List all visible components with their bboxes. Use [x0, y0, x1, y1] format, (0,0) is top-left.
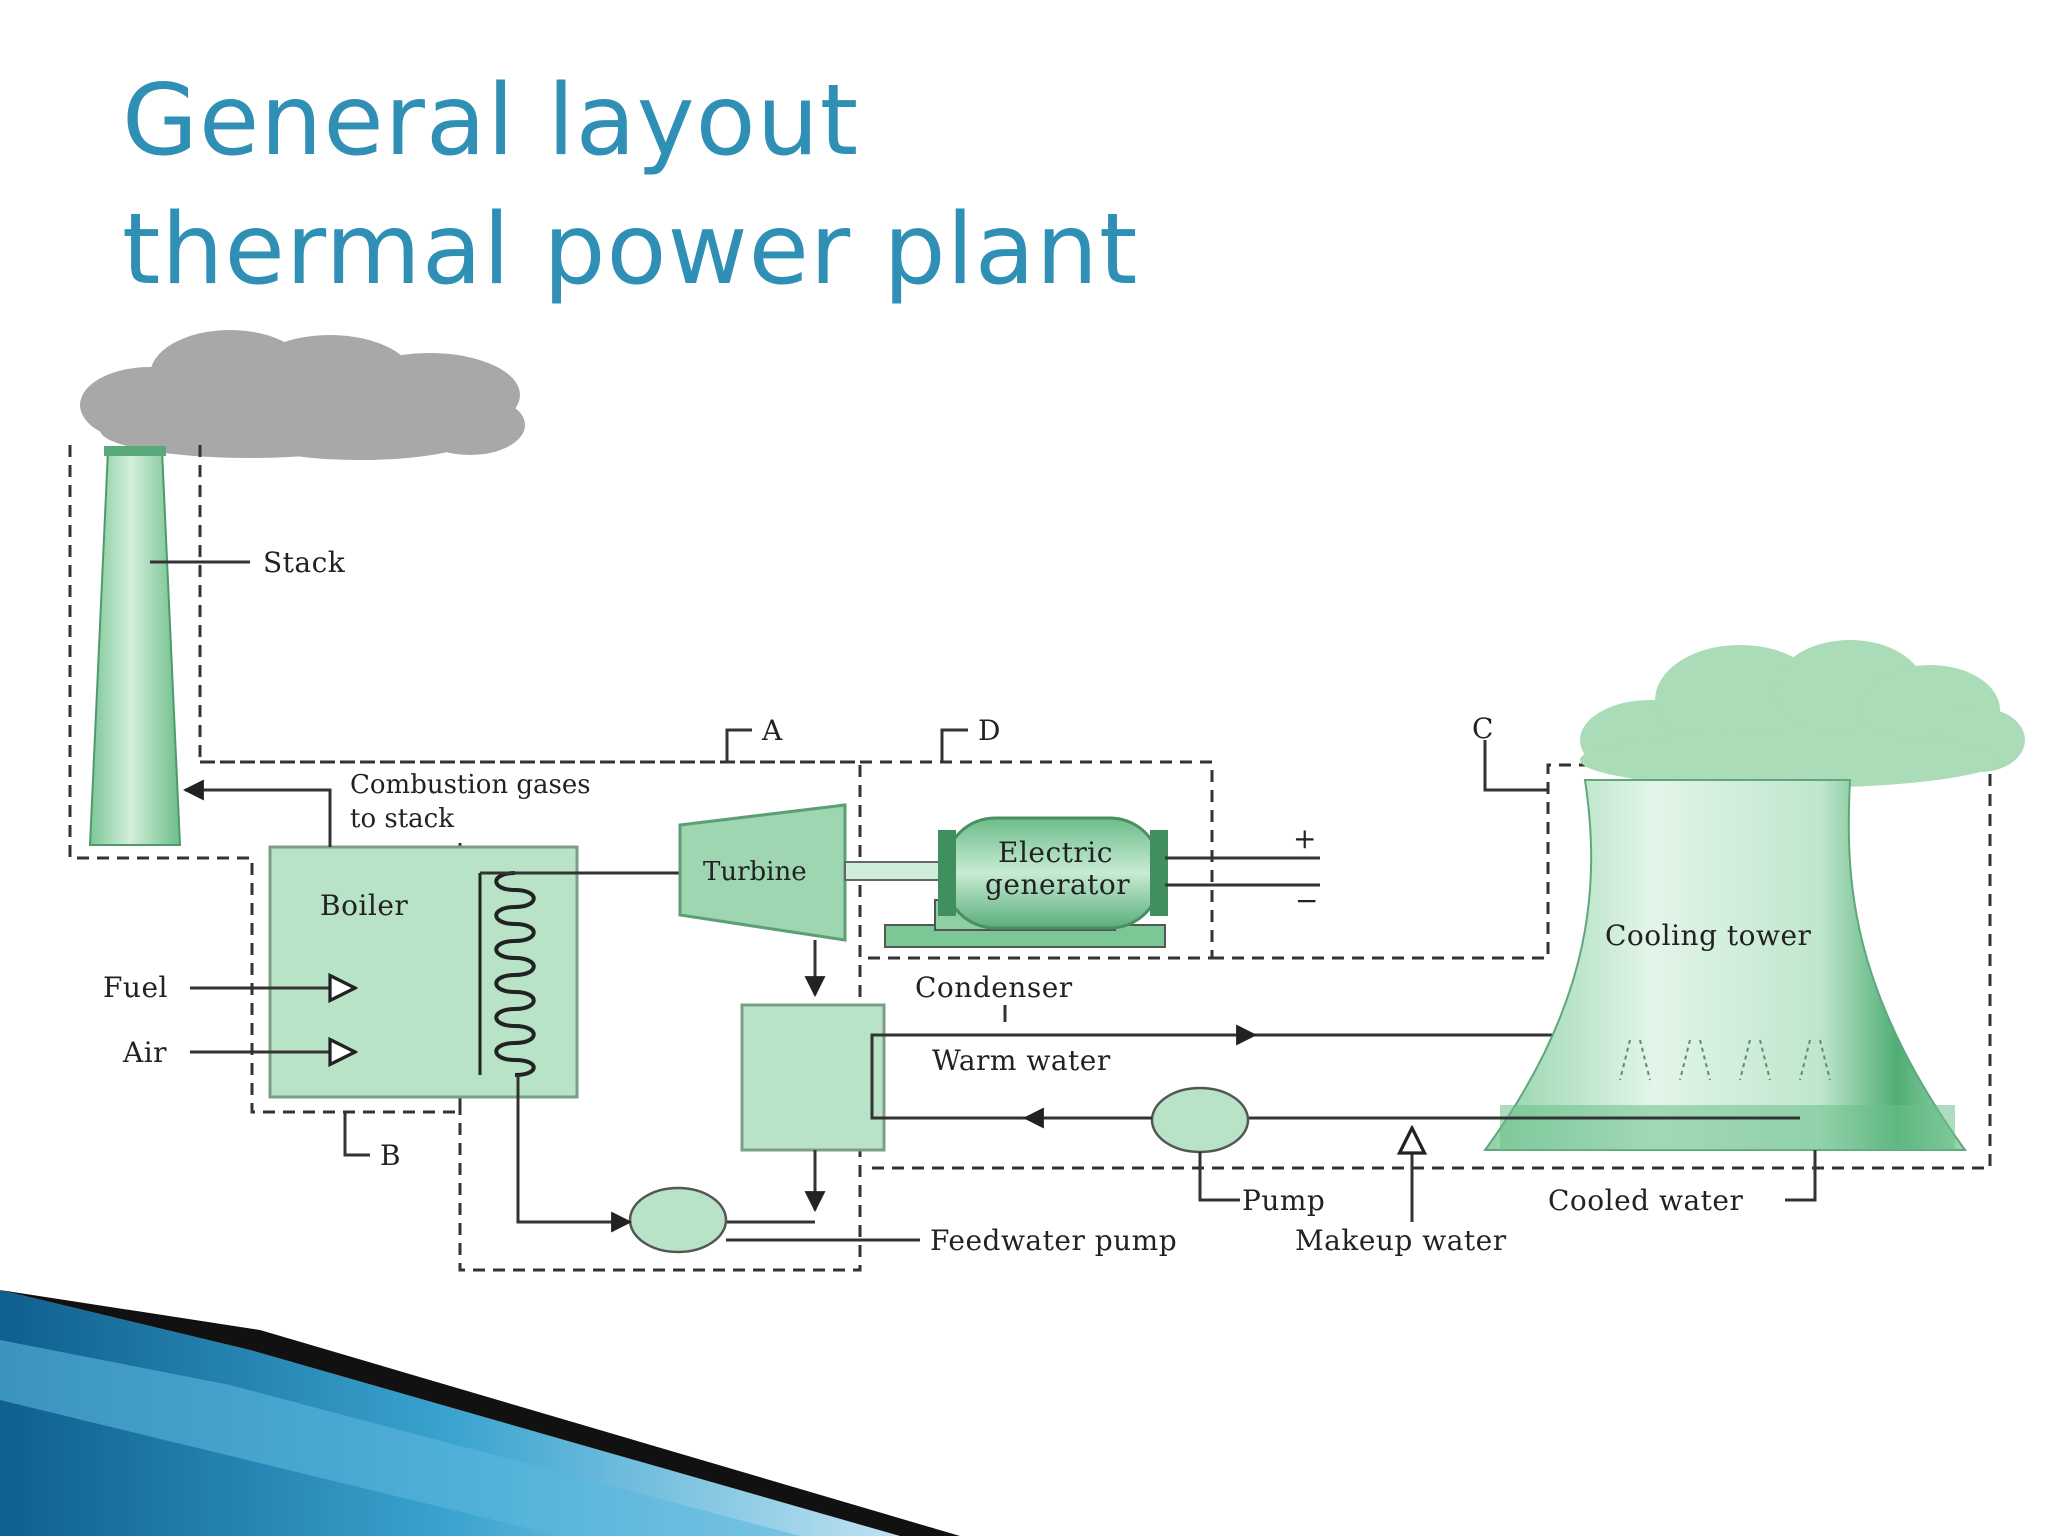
condenser-tube: [870, 1033, 1800, 1120]
slide-title-line-1: General layout: [122, 64, 860, 178]
label-combustion-gases-1: Combustion gases: [350, 770, 591, 800]
label-fuel: Fuel: [103, 971, 168, 1004]
label-condenser: Condenser: [915, 971, 1073, 1004]
boiler-coil: [494, 871, 536, 1077]
boundary-c-leader: [1483, 740, 1548, 792]
stack-chimney: [88, 449, 182, 846]
label-makeup-water: Makeup water: [1295, 1224, 1507, 1257]
boundary-b-leader: [343, 1112, 370, 1157]
tower-plume-icon: [1580, 640, 2025, 788]
label-plus: +: [1293, 822, 1317, 855]
turbine: [678, 803, 847, 942]
label-boundary-a: A: [761, 714, 783, 747]
label-cooled-water: Cooled water: [1548, 1184, 1743, 1217]
feedwater-pump-icon: [628, 1186, 728, 1254]
cooling-tower-basin: [1500, 1105, 1955, 1150]
label-generator-2: generator: [985, 868, 1130, 901]
stack-top-rim: [104, 446, 166, 456]
feedwater-to-boiler: [516, 1075, 633, 1233]
label-pump: Pump: [1242, 1184, 1325, 1217]
label-stack: Stack: [263, 546, 346, 579]
label-cooling-tower: Cooling tower: [1605, 919, 1812, 952]
spray-nozzles-icon: [1619, 1039, 1831, 1081]
label-boundary-b: B: [380, 1139, 401, 1172]
cooled-water-leader: [1785, 1150, 1817, 1202]
label-boundary-c: C: [1472, 712, 1494, 745]
label-generator-1: Electric: [998, 836, 1113, 869]
label-combustion-gases-2: to stack: [350, 804, 454, 834]
condenser: [740, 1003, 886, 1152]
combustion-gases-arrow: [182, 779, 332, 847]
boundary-a-leader: [725, 728, 752, 762]
circulating-pump-icon: [1150, 1086, 1250, 1154]
label-boiler: Boiler: [320, 889, 408, 922]
label-warm-water: Warm water: [932, 1044, 1111, 1077]
pump-leader: [1198, 1152, 1240, 1202]
label-boundary-d: D: [978, 714, 1001, 747]
label-feedwater-pump: Feedwater pump: [930, 1224, 1177, 1257]
label-minus: −: [1295, 884, 1319, 917]
label-turbine: Turbine: [703, 857, 807, 887]
turbine-shaft: [844, 861, 946, 881]
cooling-tower: [1483, 779, 1967, 1151]
smoke-cloud-icon: [80, 330, 525, 460]
boundary-d: [860, 760, 1214, 960]
slide-title-line-2: thermal power plant: [122, 193, 1139, 307]
label-air: Air: [122, 1036, 167, 1069]
electric-generator: [884, 816, 1168, 948]
decorative-banner: [0, 1290, 960, 1536]
boundary-d-leader: [940, 728, 968, 762]
